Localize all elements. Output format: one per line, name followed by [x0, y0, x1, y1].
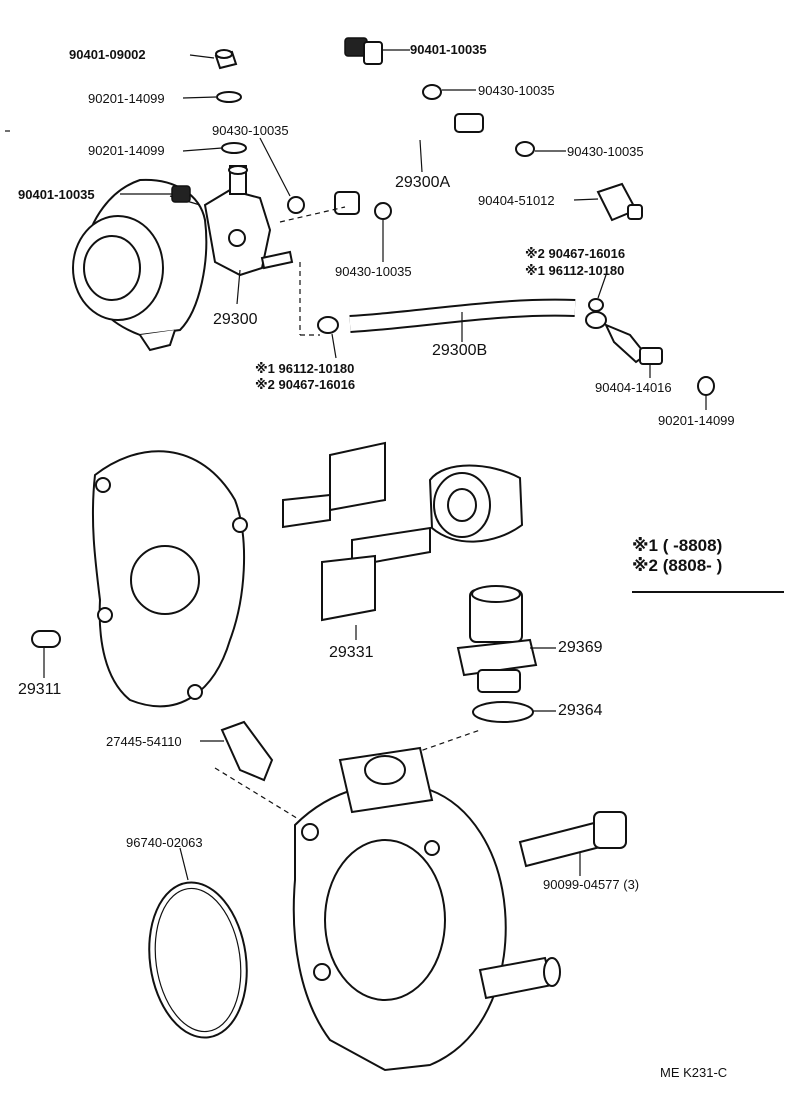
rotor	[428, 464, 524, 543]
dash-pump-hose	[279, 206, 346, 223]
label-90401-10035-left: 90401-10035	[18, 187, 95, 202]
leader-29300A	[419, 139, 423, 173]
label-90430-10035-top: 90430-10035	[478, 83, 555, 98]
bolt-90099-04577	[518, 811, 627, 868]
leader-90401-09002	[189, 54, 215, 59]
label-29300: 29300	[213, 311, 258, 328]
label-90401-10035-top: 90401-10035	[410, 42, 487, 57]
dash-clip	[214, 767, 301, 821]
fitting-90404-51012	[596, 182, 643, 222]
label-90467-16016-left: ※2 90467-16016	[255, 377, 356, 392]
clamp-right	[585, 298, 607, 329]
label-96112-10180-left: ※1 96112-10180	[255, 361, 355, 376]
diagram-code: ME K231-C	[660, 1065, 728, 1080]
label-90430-10035-mid: 90430-10035	[335, 264, 412, 279]
label-90467-16016-right: ※2 90467-16016	[525, 246, 626, 261]
label-96112-10180-right: ※1 96112-10180	[525, 263, 625, 278]
gasket-90430-top	[422, 84, 442, 100]
union-bolt-top	[344, 37, 383, 65]
note-1: ※1 ( -8808)	[632, 536, 723, 555]
leader-96112-left	[331, 333, 337, 359]
leader-96740	[179, 847, 189, 881]
label-29364: 29364	[558, 702, 603, 719]
label-90401-09002: 90401-09002	[69, 47, 146, 62]
label-90201-14099-c: 90201-14099	[658, 413, 735, 428]
pump-housing	[292, 746, 561, 1072]
label-90430-10035-right: 90430-10035	[567, 144, 644, 159]
plug-90401-09002	[214, 49, 238, 70]
note-2: ※2 (8808- )	[632, 556, 723, 575]
leader-90201-a	[182, 96, 217, 99]
label-29300B: 29300B	[432, 342, 488, 359]
label-29311: 29311	[18, 681, 62, 698]
hose-29300A	[316, 111, 484, 215]
label-90201-14099-a: 90201-14099	[88, 91, 165, 106]
gasket-90430-a	[287, 196, 305, 214]
leader-29300	[236, 269, 241, 305]
clip-27445-54110	[220, 720, 274, 782]
leader-90201-b	[182, 147, 223, 152]
gasket-29364	[472, 701, 534, 723]
washer-90201-a	[216, 91, 242, 103]
hose-29300B	[349, 298, 576, 333]
gasket-plate	[91, 450, 248, 708]
gasket-90430-right	[515, 141, 535, 157]
fitting-90404-14016	[603, 323, 663, 365]
clamp-left	[317, 316, 339, 334]
leader-90404-51012	[573, 198, 599, 201]
label-29331: 29331	[329, 644, 374, 661]
bolt-left	[171, 185, 191, 203]
label-29300A: 29300A	[395, 174, 451, 191]
alternator-body	[72, 178, 208, 352]
leader-90467-right	[597, 274, 607, 299]
label-90099-04577: 90099-04577 (3)	[543, 877, 640, 892]
washer-90201-c	[697, 376, 715, 396]
label-90404-51012: 90404-51012	[478, 193, 555, 208]
leader-90430-a	[259, 137, 291, 197]
label-96740-02063: 96740-02063	[126, 835, 203, 850]
label-27445-54110: 27445-54110	[106, 734, 182, 749]
check-valve-29369	[456, 585, 538, 693]
label-90430-10035-a: 90430-10035	[212, 123, 289, 138]
vanes-29331	[282, 441, 431, 622]
o-ring-inner	[154, 887, 242, 1033]
washer-90201-b	[221, 142, 247, 154]
label-29369: 29369	[558, 639, 603, 656]
dowel-pin-29311	[31, 630, 61, 648]
label-90201-14099-b: 90201-14099	[88, 143, 165, 158]
vacuum-pump	[203, 165, 294, 277]
gasket-90430-mid	[374, 202, 392, 220]
label-90404-14016: 90404-14016	[595, 380, 672, 395]
o-ring-96740	[148, 881, 248, 1039]
